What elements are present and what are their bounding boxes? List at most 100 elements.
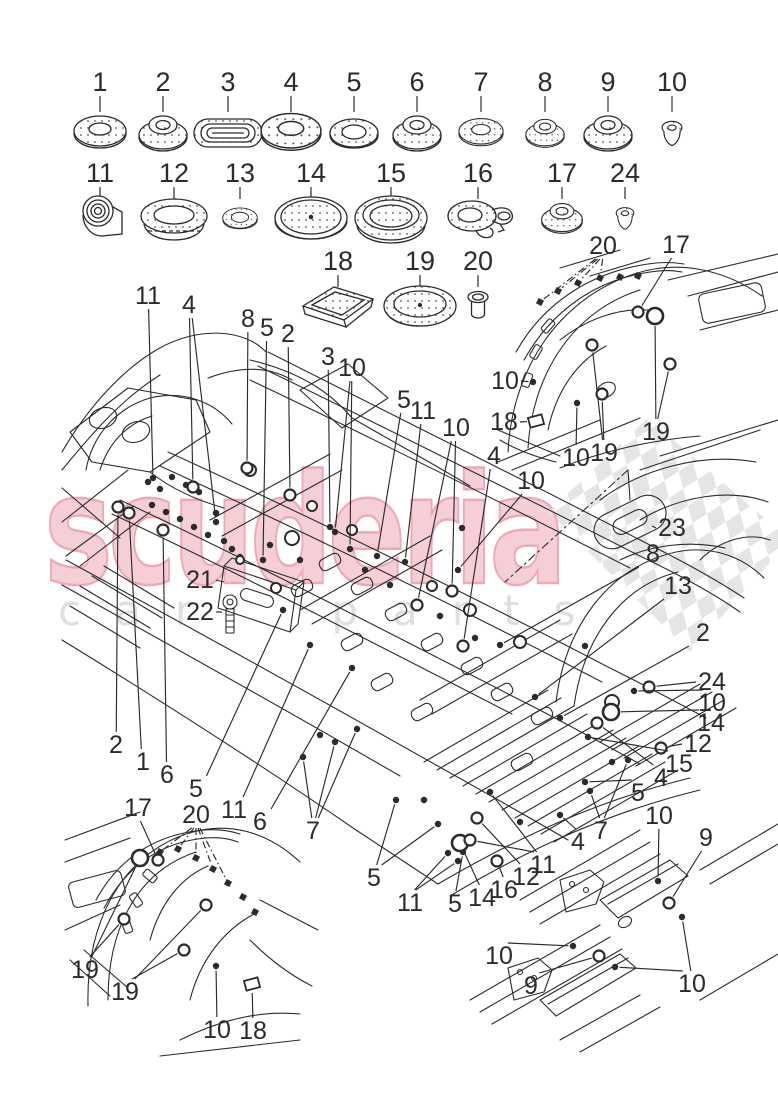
marker-ring [463, 603, 477, 617]
callout-leader [656, 681, 697, 687]
marker-dot [654, 877, 662, 885]
marker-dot [581, 778, 589, 786]
part-4-glyph [260, 112, 322, 151]
marker-ring-large [130, 848, 150, 868]
callout-label: 1 [136, 748, 150, 776]
marker-ring [240, 461, 254, 475]
marker-dot [581, 642, 589, 650]
marker-dot [279, 606, 287, 614]
callout-leader [620, 709, 700, 713]
callout-label: 23 [658, 514, 686, 542]
callout-label: 14 [468, 884, 496, 912]
callout-leader [651, 525, 657, 529]
marker-dot [434, 820, 442, 828]
callout-label: 9 [699, 824, 713, 852]
marker-ring [117, 912, 131, 926]
callout-leader [414, 855, 446, 891]
callout-leader [503, 566, 640, 644]
callout-label: 19 [71, 956, 99, 984]
callout-leader [580, 258, 601, 280]
marker-dot [386, 581, 394, 589]
legend-part-number: 6 [409, 67, 424, 97]
marker-ring [663, 357, 677, 371]
marker-ring [186, 480, 200, 494]
marker-square-clip [250, 907, 260, 917]
callout-label: 17 [662, 231, 690, 259]
callout-leader [205, 613, 282, 777]
marker-dot [266, 541, 274, 549]
callout-leader [89, 924, 120, 958]
marker-rect-pad [242, 976, 262, 992]
marker-ring [592, 949, 606, 963]
callout-label: 12 [684, 730, 712, 758]
callout-leader [668, 743, 683, 748]
callout-label: 10 [442, 414, 470, 442]
part-18-glyph [302, 286, 374, 328]
marker-dot [331, 528, 339, 536]
callout-label: 19 [642, 418, 670, 446]
marker-square-clip [535, 297, 545, 307]
marker-ring [284, 530, 300, 546]
callout-leader [638, 689, 703, 692]
marker-dot [156, 485, 164, 493]
legend-part-number: 18 [323, 246, 353, 276]
part-16-glyph [447, 200, 514, 239]
callout-label: 24 [698, 668, 726, 696]
marker-dot [361, 566, 369, 574]
callout-leader [91, 866, 137, 958]
marker-dot [204, 531, 212, 539]
callout-label: 2 [281, 320, 295, 348]
part-10-glyph [661, 120, 683, 147]
callout-leader [163, 827, 193, 850]
marker-dot [220, 537, 228, 545]
legend-part-number: 8 [537, 67, 552, 97]
marker-dot [471, 634, 479, 642]
callout-label: 17 [124, 794, 152, 822]
marker-ring [490, 854, 504, 868]
callout-leader [327, 369, 331, 523]
legend-part-number: 13 [225, 158, 255, 188]
callout-leader [562, 817, 577, 830]
marker-dot [148, 501, 156, 509]
callout-label: 4 [487, 442, 501, 470]
callout-leader [376, 804, 396, 866]
legend-part-number: 19 [405, 246, 435, 276]
callout-label: 10 [485, 942, 513, 970]
callout-label: 2 [109, 731, 123, 759]
marker-dot [259, 556, 267, 564]
callout-leader [641, 257, 672, 306]
callout-leader [162, 537, 168, 763]
callout-label: 21 [186, 566, 214, 594]
callout-label: 10 [562, 444, 590, 472]
legend-part-number: 10 [657, 67, 687, 97]
marker-ring [177, 943, 191, 957]
callout-leader [303, 761, 313, 819]
part-13-glyph [222, 207, 258, 230]
callout-label: 18 [239, 1017, 267, 1045]
marker-ring [306, 500, 318, 512]
marker-ring [283, 488, 297, 502]
part-8-glyph [525, 118, 565, 148]
checker-flag-watermark [548, 418, 778, 652]
marker-ring [426, 580, 438, 592]
callout-leader [477, 840, 535, 853]
callout-label: 11 [397, 889, 423, 917]
marker-dot [296, 556, 304, 564]
marker-square-clip [223, 878, 233, 888]
callout-leader [188, 317, 194, 480]
legend-part-number: 7 [473, 67, 488, 97]
marker-ring [270, 582, 282, 594]
callout-leader [592, 737, 669, 752]
marker-dot [176, 515, 184, 523]
marker-dot [624, 756, 632, 764]
marker-square-clip [633, 271, 643, 281]
part-19-glyph [383, 285, 457, 327]
marker-square-clip [553, 286, 563, 296]
callout-leader [601, 401, 605, 441]
callout-leader [603, 763, 627, 819]
callout-leader [563, 645, 690, 717]
callout-label: 9 [524, 972, 538, 1000]
callout-label: 11 [135, 282, 161, 310]
legend-part-number: 4 [283, 67, 298, 97]
